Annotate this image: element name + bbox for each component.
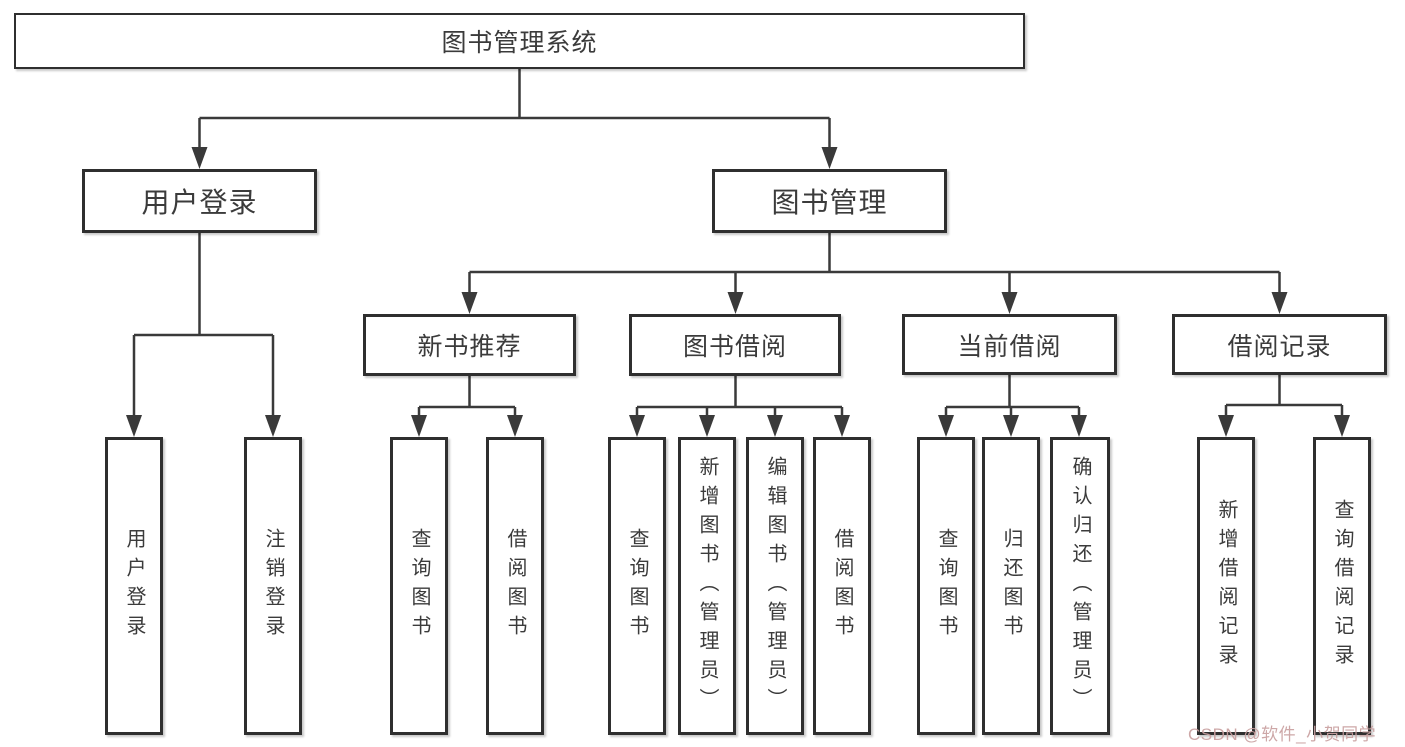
watermark: CSDN @软件_小贺同学 bbox=[1188, 725, 1377, 744]
leaf-add-book-admin-label: 新增图书（管理员） bbox=[696, 455, 718, 717]
leaf-add-borrow-record-label: 新增借阅记录 bbox=[1215, 499, 1237, 673]
leaf-query-borrow-record-label: 查询借阅记录 bbox=[1331, 499, 1353, 673]
leaf-borrow-books-1: 借阅图书 bbox=[486, 437, 544, 735]
leaf-query-books-1-label: 查询图书 bbox=[408, 528, 430, 644]
leaf-borrow-books-1-label: 借阅图书 bbox=[504, 528, 526, 644]
leaf-confirm-return-admin-label: 确认归还（管理员） bbox=[1069, 455, 1091, 717]
leaf-edit-book-admin-label: 编辑图书（管理员） bbox=[764, 455, 786, 717]
leaf-user-login-label: 用户登录 bbox=[123, 528, 145, 644]
leaf-query-borrow-record: 查询借阅记录 bbox=[1313, 437, 1371, 735]
leaf-logout-label: 注销登录 bbox=[262, 528, 284, 644]
leaf-logout: 注销登录 bbox=[244, 437, 302, 735]
tree-connector-paths bbox=[132, 68, 1344, 417]
node-book-management: 图书管理 bbox=[712, 169, 947, 233]
leaf-return-book: 归还图书 bbox=[982, 437, 1040, 735]
leaf-add-book-admin: 新增图书（管理员） bbox=[678, 437, 736, 735]
leaf-borrow-books-2: 借阅图书 bbox=[813, 437, 871, 735]
arrowhead-icons bbox=[126, 147, 1350, 437]
node-root: 图书管理系统 bbox=[14, 13, 1025, 69]
leaf-query-books-3: 查询图书 bbox=[917, 437, 975, 735]
node-new-book-recommend: 新书推荐 bbox=[363, 314, 576, 376]
leaf-confirm-return-admin: 确认归还（管理员） bbox=[1050, 437, 1110, 735]
leaf-user-login: 用户登录 bbox=[105, 437, 163, 735]
node-book-borrow: 图书借阅 bbox=[629, 314, 841, 376]
leaf-return-book-label: 归还图书 bbox=[1000, 528, 1022, 644]
node-borrow-records: 借阅记录 bbox=[1172, 314, 1387, 375]
leaf-query-books-2: 查询图书 bbox=[608, 437, 666, 735]
leaf-query-books-3-label: 查询图书 bbox=[935, 528, 957, 644]
leaf-query-books-2-label: 查询图书 bbox=[626, 528, 648, 644]
leaf-borrow-books-2-label: 借阅图书 bbox=[831, 528, 853, 644]
leaf-query-books-1: 查询图书 bbox=[390, 437, 448, 735]
node-user-login: 用户登录 bbox=[82, 169, 317, 233]
leaf-add-borrow-record: 新增借阅记录 bbox=[1197, 437, 1255, 735]
leaf-edit-book-admin: 编辑图书（管理员） bbox=[746, 437, 804, 735]
node-current-borrow: 当前借阅 bbox=[902, 314, 1117, 375]
